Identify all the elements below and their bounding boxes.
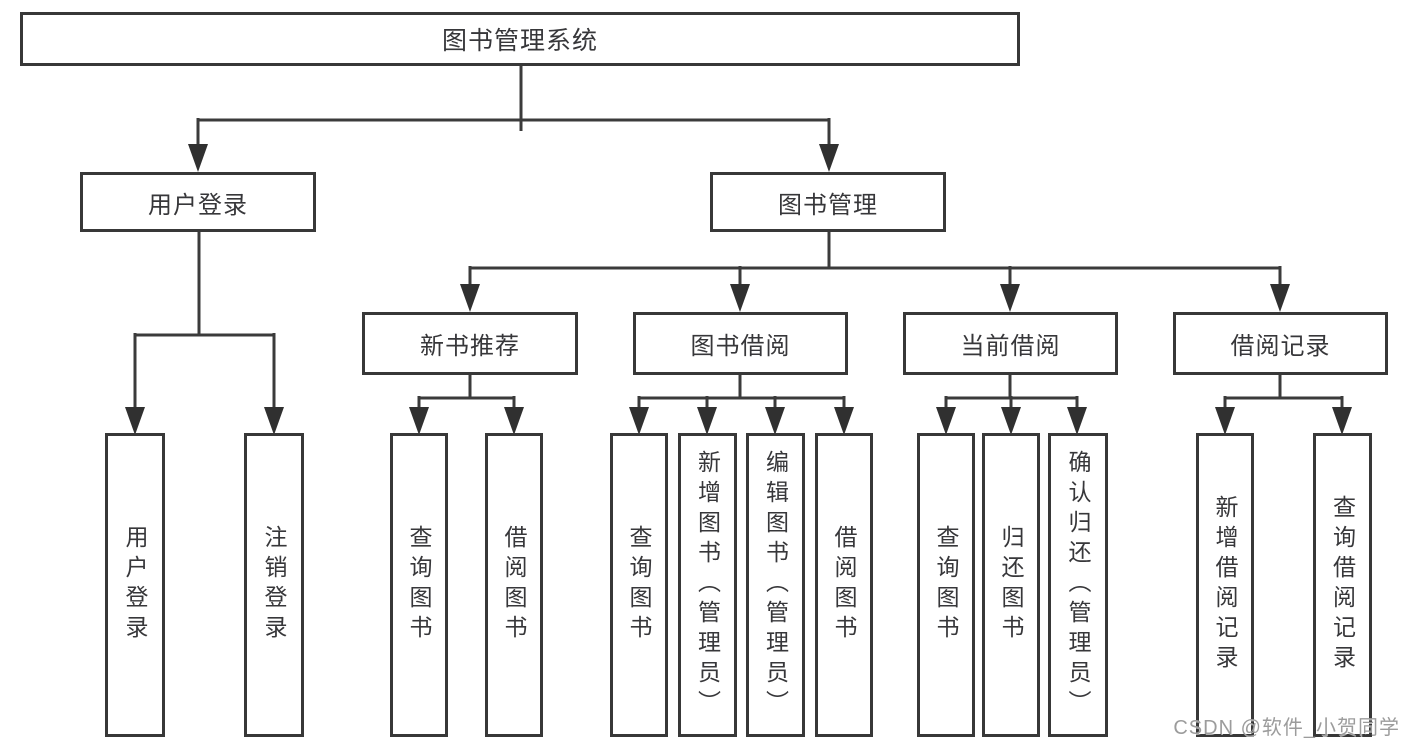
leaf-recommend-query-books: 查询图书 (390, 433, 448, 737)
node-book-management: 图书管理 (710, 172, 946, 232)
arrowhead-icons (125, 144, 1352, 435)
leaf-current-confirm-return-admin: 确认归还（管理员） (1048, 433, 1108, 737)
node-book-borrowing: 图书借阅 (633, 312, 848, 375)
leaf-records-add-record: 新增借阅记录 (1196, 433, 1254, 737)
leaf-logout-login: 注销登录 (244, 433, 304, 737)
leaf-current-query-books: 查询图书 (917, 433, 975, 737)
leaf-borrowing-query-books: 查询图书 (610, 433, 668, 737)
node-library-system: 图书管理系统 (20, 12, 1020, 66)
leaf-records-query-record: 查询借阅记录 (1313, 433, 1372, 737)
node-current-borrowing: 当前借阅 (903, 312, 1118, 375)
node-borrowing-records: 借阅记录 (1173, 312, 1388, 375)
leaf-borrowing-borrow-books: 借阅图书 (815, 433, 873, 737)
leaf-user-login: 用户登录 (105, 433, 165, 737)
leaf-borrowing-add-books-admin: 新增图书（管理员） (678, 433, 737, 737)
node-user-login: 用户登录 (80, 172, 316, 232)
node-new-book-recommend: 新书推荐 (362, 312, 578, 375)
leaf-recommend-borrow-books: 借阅图书 (485, 433, 543, 737)
leaf-current-return-books: 归还图书 (982, 433, 1040, 737)
leaf-borrowing-edit-books-admin: 编辑图书（管理员） (746, 433, 805, 737)
csdn-watermark: CSDN @软件_小贺同学 (1173, 717, 1400, 739)
